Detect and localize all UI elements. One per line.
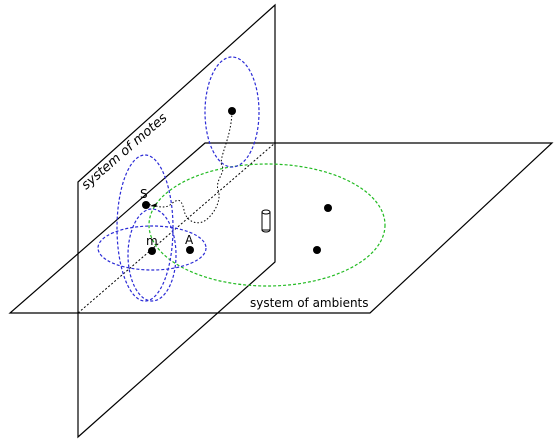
mote-ellipse-top — [204, 56, 260, 168]
label-ambients-plane: system of ambients — [250, 296, 369, 310]
motes-plane-hidden-edge-bottom — [77, 142, 276, 314]
label-m: m — [146, 234, 158, 248]
dot-right-upper — [324, 204, 332, 212]
ambients-plane — [8, 142, 554, 314]
mote-ellipse-horizontal — [97, 225, 207, 271]
dot-S — [142, 201, 150, 209]
mote-ellipse-vertical-large — [116, 154, 174, 302]
dot-m — [148, 247, 156, 255]
label-A: A — [185, 233, 194, 247]
arrow-icon — [150, 203, 157, 207]
motes-plane — [77, 3, 276, 439]
dot-top — [228, 107, 236, 115]
dot-A — [186, 246, 194, 254]
cylinder-icon — [261, 209, 271, 233]
label-motes-plane: system of motes — [79, 111, 171, 194]
mote-ellipse-vertical-small — [127, 208, 177, 302]
dotted-trail — [147, 111, 233, 224]
ambient-ellipse — [148, 163, 386, 287]
label-S: S — [140, 187, 148, 201]
dot-right-lower — [313, 246, 321, 254]
